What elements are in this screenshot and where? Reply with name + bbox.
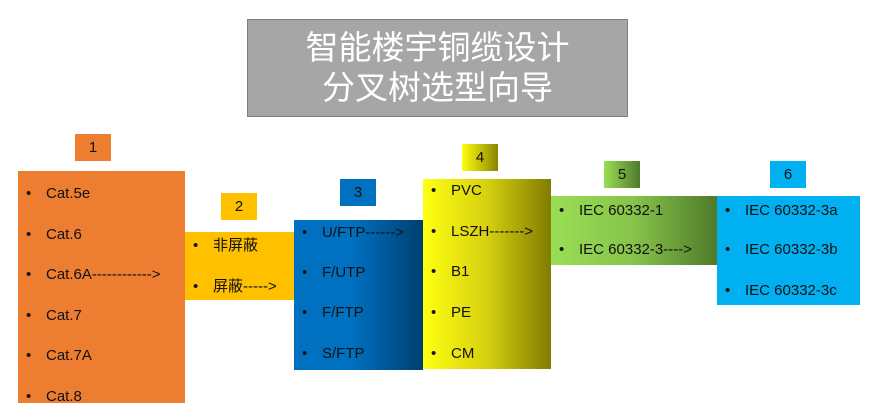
option-label: B1 — [451, 263, 470, 280]
option-label: F/FTP — [322, 304, 364, 321]
step-5-label: 5 — [604, 161, 640, 188]
option-label: Cat.8 — [46, 388, 82, 405]
option-label: Cat.7A — [46, 347, 92, 364]
option-label: Cat.7 — [46, 307, 82, 324]
option-label: Cat.6 — [46, 226, 82, 243]
option-label: IEC 60332-1 — [579, 202, 664, 219]
bullet-icon: • — [431, 263, 437, 280]
bullet-icon: • — [559, 241, 565, 258]
step-1-options: • Cat.5e • Cat.6 • Cat.6A------------> • Cat.7 •… — [18, 171, 185, 405]
option-label: LSZH-------> — [451, 223, 534, 240]
step-3-label: 3 — [340, 179, 376, 206]
bullet-icon: • — [431, 182, 437, 199]
bullet-icon: • — [302, 264, 308, 281]
step-4-label: 4 — [462, 144, 498, 171]
option-label: 非屏蔽 — [213, 237, 259, 254]
option-label: IEC 60332-3c — [745, 282, 837, 299]
option-label: 屏蔽-----> — [213, 278, 277, 295]
bullet-icon: • — [26, 266, 32, 283]
option-label: U/FTP------> — [322, 224, 405, 241]
bullet-icon: • — [26, 347, 32, 364]
option-label: PE — [451, 304, 472, 321]
page-title: 智能楼宇铜缆设计 分叉树选型向导 — [247, 19, 628, 117]
bullet-icon: • — [431, 304, 437, 321]
option-label: IEC 60332-3a — [745, 202, 838, 219]
step-6-options: • IEC 60332-3a • IEC 60332-3b • IEC 60332-3c — [717, 196, 860, 305]
bullet-icon: • — [26, 226, 32, 243]
bullet-icon: • — [26, 185, 32, 202]
bullet-icon: • — [193, 278, 199, 295]
option-label: IEC 60332-3----> — [579, 241, 692, 258]
option-label: S/FTP — [322, 345, 365, 362]
step-2-label: 2 — [221, 193, 257, 220]
title-line-2: 分叉树选型向导 — [322, 69, 553, 106]
option-label: Cat.5e — [46, 185, 91, 202]
bullet-icon: • — [193, 237, 199, 254]
bullet-icon: • — [302, 224, 308, 241]
option-label: PVC — [451, 182, 482, 199]
bullet-icon: • — [302, 345, 308, 362]
bullet-icon: • — [725, 241, 731, 258]
bullet-icon: • — [431, 223, 437, 240]
option-label: Cat.6A------------> — [46, 266, 161, 283]
step-6-label: 6 — [770, 161, 806, 188]
bullet-icon: • — [26, 307, 32, 324]
bullet-icon: • — [26, 388, 32, 405]
option-label: IEC 60332-3b — [745, 241, 838, 258]
bullet-icon: • — [725, 202, 731, 219]
step-2-options: • 非屏蔽 • 屏蔽-----> — [185, 232, 294, 300]
bullet-icon: • — [302, 304, 308, 321]
step-1-label: 1 — [75, 134, 111, 161]
bullet-icon: • — [725, 282, 731, 299]
step-5-options: • IEC 60332-1 • IEC 60332-3----> — [551, 196, 717, 265]
bullet-icon: • — [431, 345, 437, 362]
option-label: F/UTP — [322, 264, 366, 281]
bullet-icon: • — [559, 202, 565, 219]
step-4-options: • PVC • LSZH-------> • B1 • PE • CM — [423, 179, 551, 369]
step-3-options: • U/FTP------> • F/UTP • F/FTP • S/FTP — [294, 220, 423, 370]
title-line-1: 智能楼宇铜缆设计 — [305, 29, 570, 66]
option-label: CM — [451, 345, 475, 362]
